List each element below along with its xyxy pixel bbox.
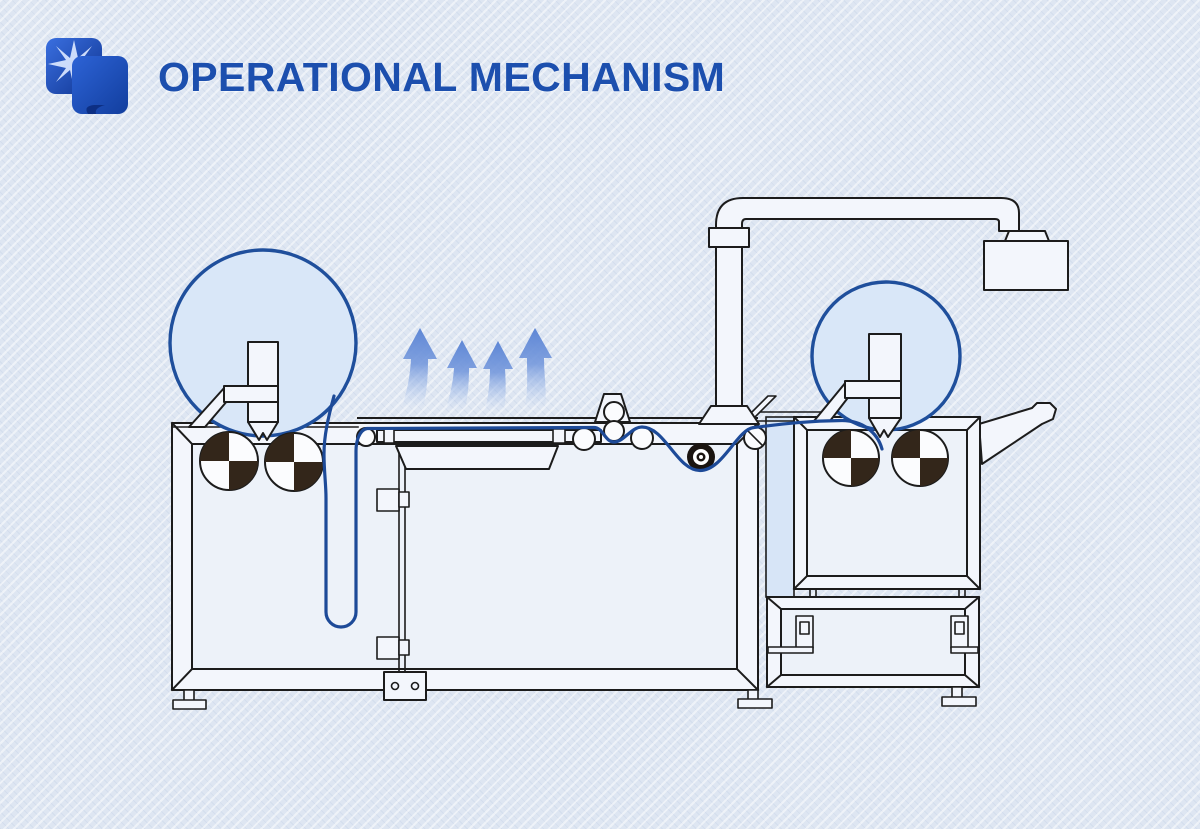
film-roll-sparkle-icon [42, 34, 134, 120]
output-chute [978, 402, 1057, 465]
door-bracket [376, 636, 400, 660]
icon-front-roll [72, 56, 128, 114]
exhaust-duct [708, 197, 1069, 411]
registration-rollers [199, 429, 949, 492]
inter-unit-duct [765, 416, 795, 598]
nip-rollers [572, 393, 777, 471]
page-header: OPERATIONAL MECHANISM [42, 34, 725, 120]
page-title: OPERATIONAL MECHANISM [158, 53, 726, 100]
pipe-collar [708, 227, 750, 248]
leveling-feet [172, 686, 977, 710]
catch-tray [395, 445, 559, 470]
table-bar [376, 429, 602, 443]
film-web [322, 394, 884, 629]
icon-roll-curl [86, 105, 105, 114]
exhaust-box [983, 240, 1069, 291]
registration-roller [264, 432, 324, 492]
tension-pulley [687, 443, 715, 471]
registration-roller [199, 431, 259, 491]
pipe-base-flange [698, 405, 760, 425]
post-base-plate [383, 671, 427, 701]
funnel-crossbar [844, 380, 902, 399]
registration-roller [891, 429, 949, 487]
rewind-unit [765, 402, 1057, 689]
drying-airflow-arrows [402, 328, 552, 411]
film-funnel-left [188, 341, 279, 441]
door-bracket [376, 488, 400, 512]
exhaust-box-collar [1004, 230, 1050, 242]
registration-roller [822, 429, 880, 487]
funnel-crossbar [223, 385, 279, 403]
